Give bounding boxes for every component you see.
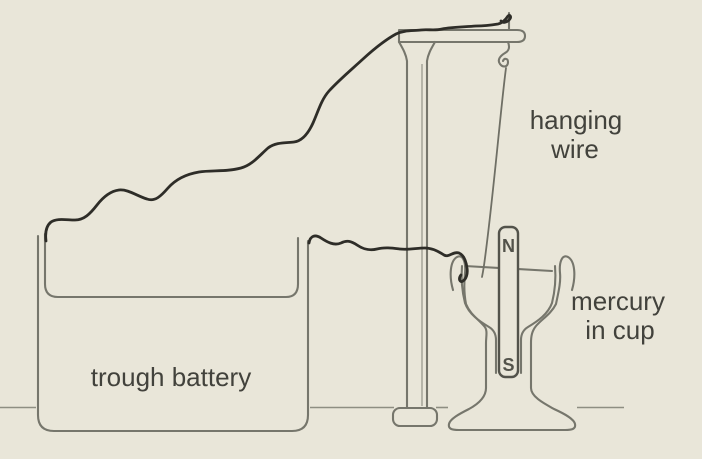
battery-inner-rim [43,232,300,299]
cup-inner-right [519,264,557,375]
stand-arm [397,28,527,44]
hanging-wire-label-line1: hanging [530,105,623,135]
mercury-cup-label-line2: in cup [585,315,654,345]
cup-inner-left [460,264,498,375]
hanging-wire-line [481,67,507,278]
magnet-south-label: S [502,355,514,375]
trough-battery-label: trough battery [91,362,251,392]
battery-outer-wall [36,234,310,433]
stand-foot [391,406,439,428]
arm-hook [497,40,511,68]
battery-wire-left [44,13,512,243]
magnet-body [497,225,520,379]
stand-pillar [397,40,437,410]
bar-magnet: N S [497,225,520,379]
mercury-cup-label-line1: mercury [571,286,665,316]
hanging-wire-label-line2: wire [550,134,599,164]
battery-wire-right [307,234,469,283]
trough-battery-shape [36,232,310,433]
text-labels: hanging wire mercury in cup trough batte… [91,105,665,392]
magnet-north-label: N [502,236,515,256]
